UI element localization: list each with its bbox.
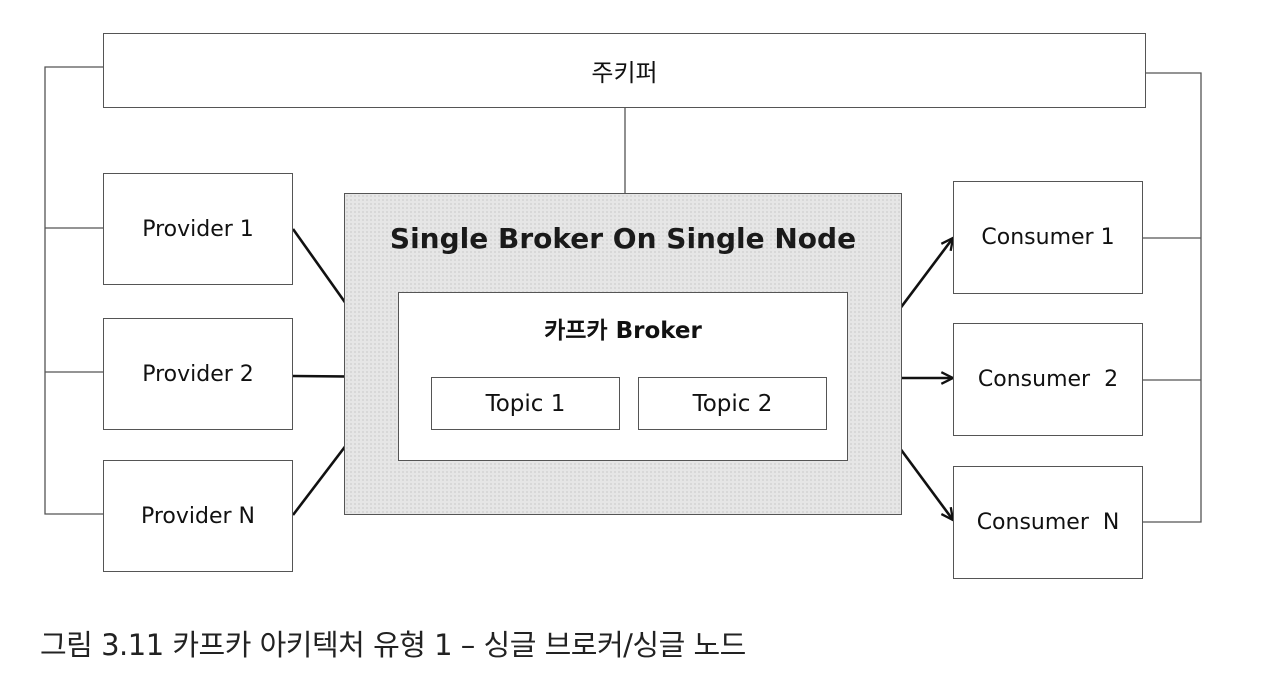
topic-box: Topic 2 — [638, 377, 827, 430]
topic-label: Topic 2 — [692, 390, 773, 417]
provider-label: Provider 1 — [142, 216, 254, 242]
single-node-title: Single Broker On Single Node — [389, 222, 857, 255]
provider-label: Provider 2 — [142, 361, 254, 387]
figure-caption: 그림 3.11 카프카 아키텍처 유형 1 – 싱글 브로커/싱글 노드 — [40, 628, 746, 662]
consumer-label: Consumer N — [976, 510, 1120, 535]
topic-label: Topic 1 — [485, 390, 566, 417]
provider-label: Provider N — [140, 503, 256, 529]
consumer-box: Consumer 2 — [953, 323, 1143, 436]
consumer-label: Consumer 2 — [977, 367, 1119, 392]
right-bus-line — [1143, 72, 1202, 523]
kafka-broker-box: 카프카 Broker — [398, 292, 848, 461]
provider-box: Provider 1 — [103, 173, 293, 285]
consumer-label: Consumer 1 — [981, 225, 1115, 250]
consumer-box: Consumer 1 — [953, 181, 1143, 294]
zookeeper-label: 주키퍼 — [591, 59, 658, 87]
provider-box: Provider N — [103, 460, 293, 572]
provider-box: Provider 2 — [103, 318, 293, 430]
topic-box: Topic 1 — [431, 377, 620, 430]
left-bus-line — [44, 66, 103, 515]
zookeeper-box: 주키퍼 — [103, 33, 1146, 108]
consumer-box: Consumer N — [953, 466, 1143, 579]
kafka-broker-title: 카프카 Broker — [544, 318, 702, 344]
